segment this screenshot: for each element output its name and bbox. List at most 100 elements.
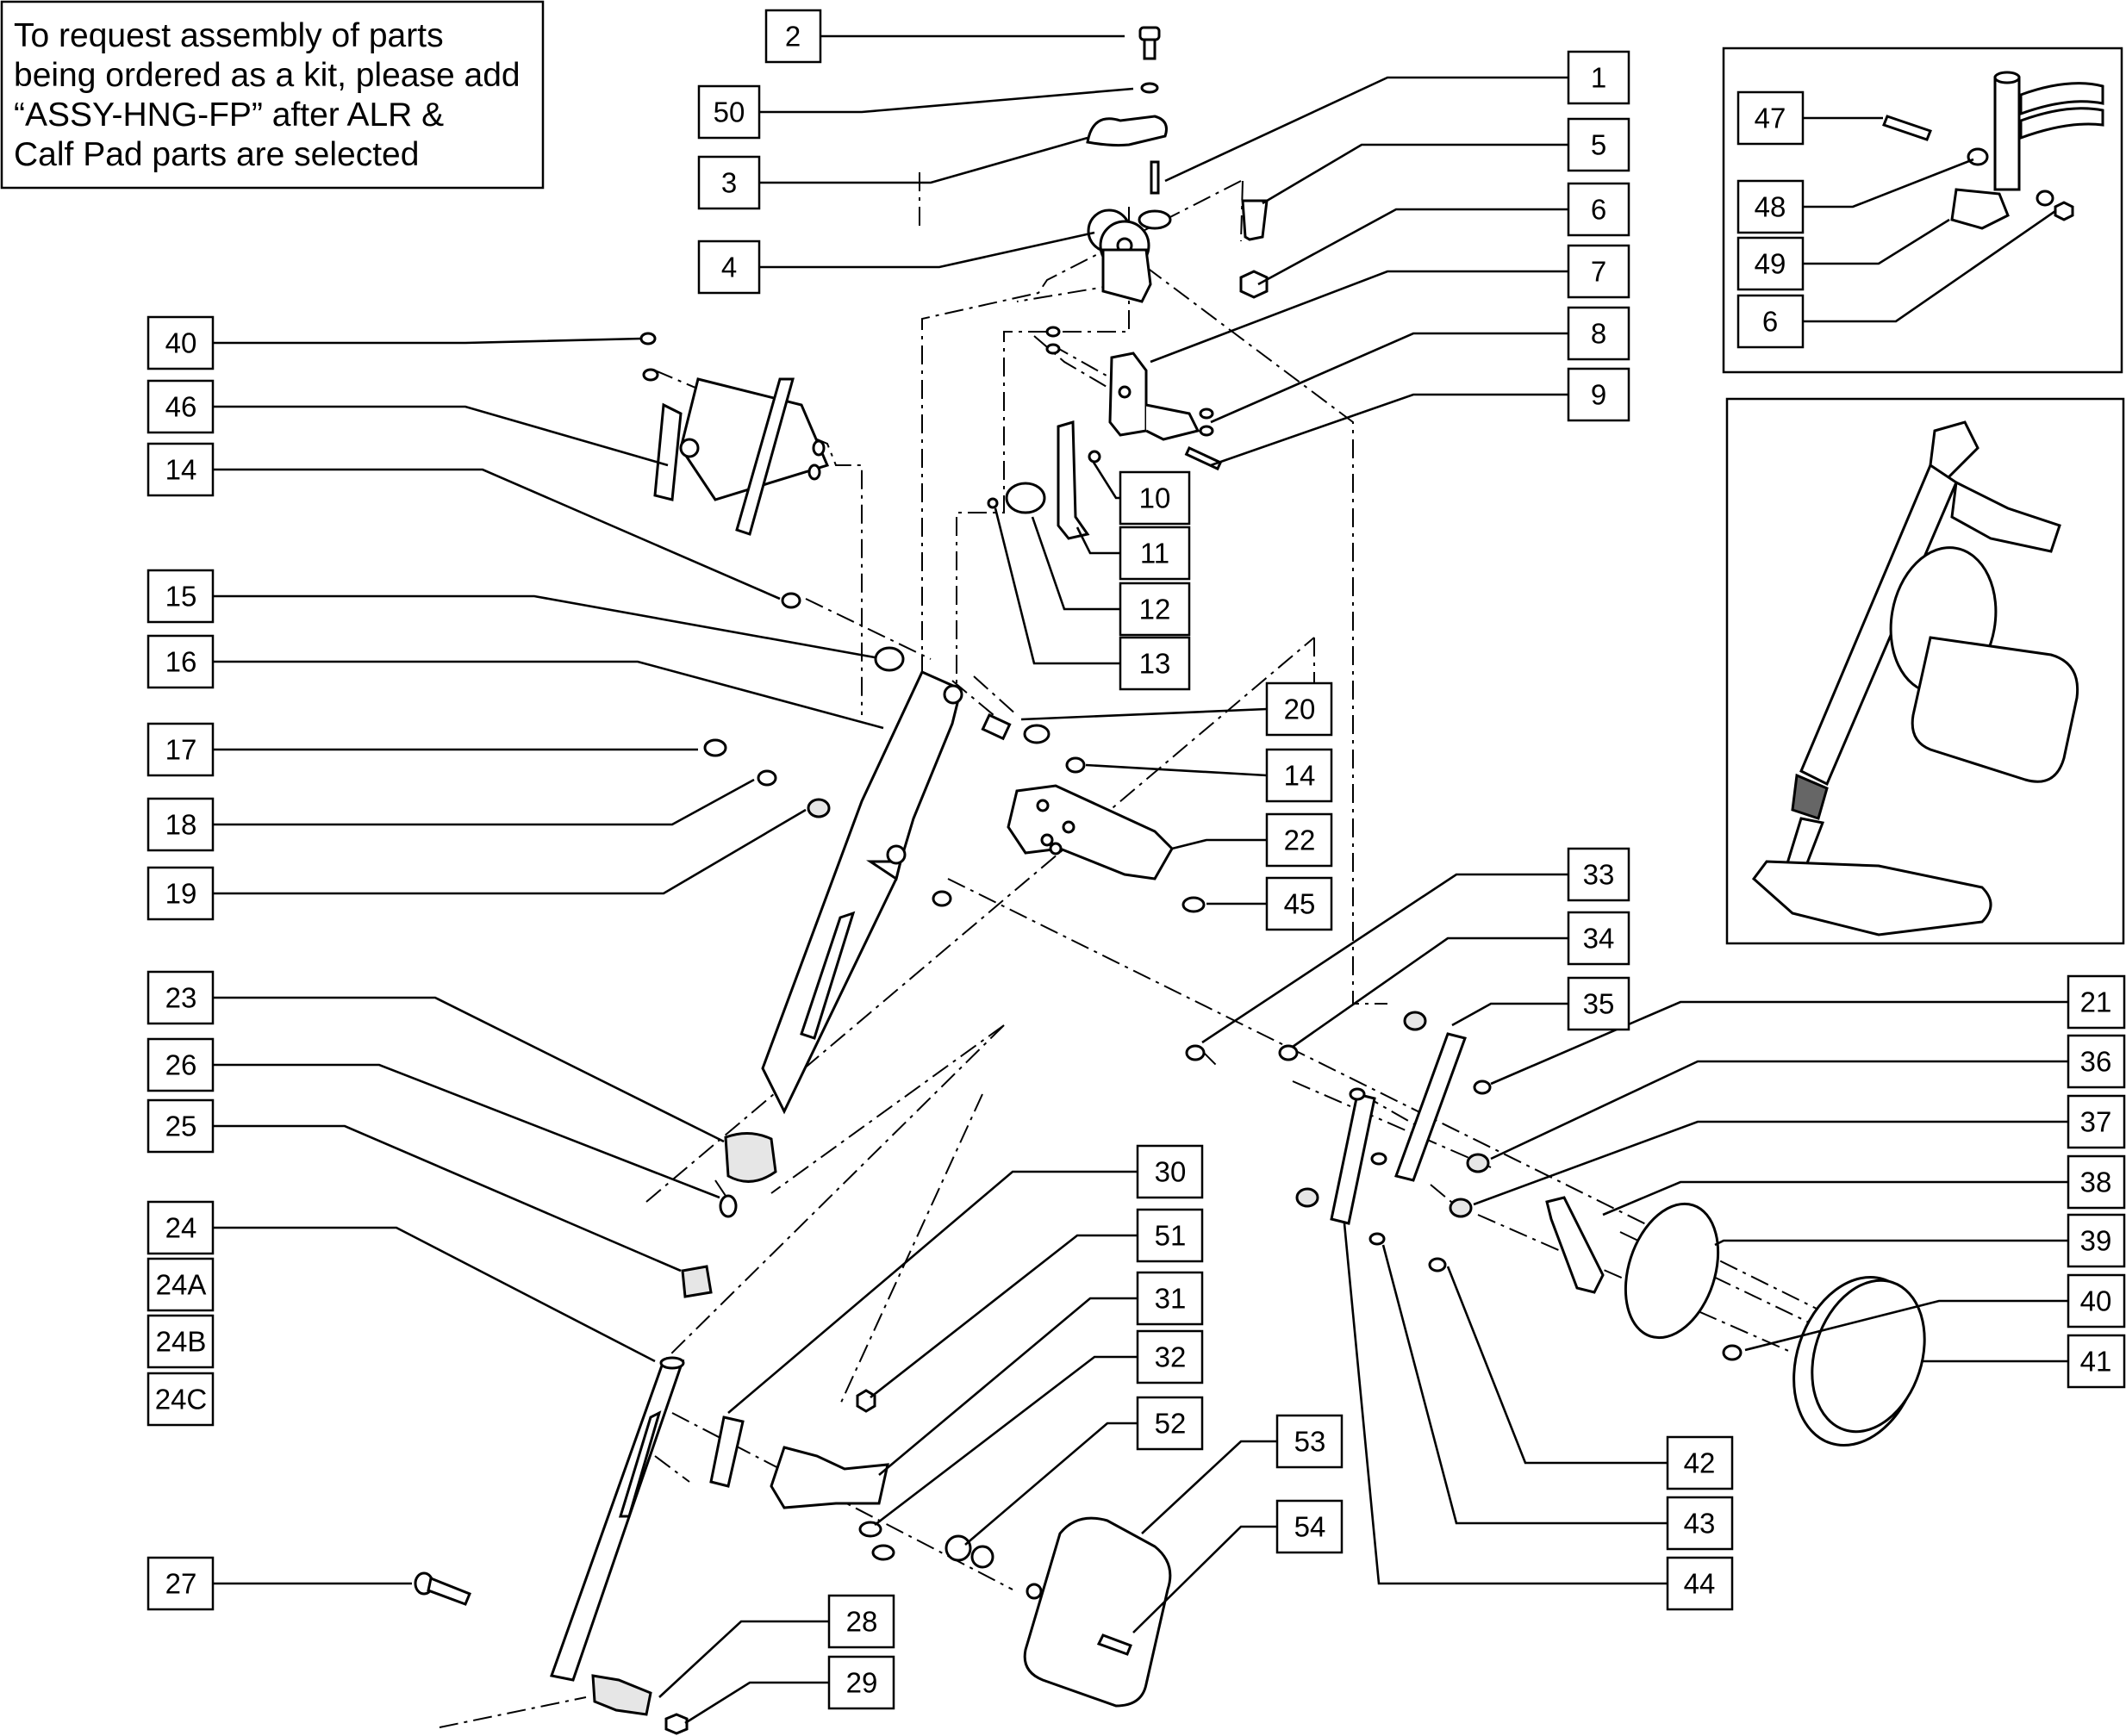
callout-49: 49 — [1736, 236, 1805, 291]
bushing-5-drawing — [1241, 199, 1269, 241]
calf-bracket-46-drawing — [653, 377, 830, 536]
callout-10-text: 10 — [1139, 482, 1171, 514]
callout-15-text: 15 — [165, 581, 197, 613]
callout-45-text: 45 — [1284, 888, 1316, 920]
callout-11-text: 11 — [1140, 538, 1169, 569]
hinge-bracket-4-drawing — [1087, 208, 1172, 303]
callout-40a: 40 — [147, 315, 215, 370]
assembly-note: To request assembly of parts being order… — [0, 0, 545, 190]
callout-46: 46 — [147, 379, 215, 434]
callout-44-text: 44 — [1684, 1568, 1716, 1600]
screw-34-drawing — [1278, 1044, 1299, 1061]
callout-23-text: 23 — [165, 982, 197, 1014]
callout-42-text: 42 — [1684, 1447, 1716, 1479]
callout-30: 30 — [1136, 1144, 1204, 1199]
callout-9: 9 — [1567, 367, 1630, 422]
callout-24C: 24C — [147, 1372, 215, 1427]
callout-31: 31 — [1136, 1271, 1204, 1326]
washer-52b-drawing — [970, 1545, 994, 1569]
pin-9-drawing — [1184, 446, 1223, 471]
callout-43: 43 — [1666, 1496, 1734, 1551]
bushing-36-drawing — [1466, 1153, 1490, 1173]
callout-21-text: 21 — [2080, 986, 2112, 1018]
pin-1-drawing — [1150, 160, 1160, 195]
callout-3-text: 3 — [721, 167, 737, 199]
screw-21-drawing — [1473, 1080, 1492, 1095]
callout-14b: 14 — [1265, 748, 1333, 803]
callout-39: 39 — [2067, 1213, 2126, 1268]
calf-pad-41-rim — [1811, 1279, 1926, 1434]
callout-38-text: 38 — [2080, 1167, 2112, 1198]
screw-2-drawing — [1138, 26, 1161, 60]
callout-14b-text: 14 — [1284, 760, 1316, 792]
screw-8-drawing — [1045, 326, 1214, 437]
callout-47-text: 47 — [1755, 103, 1786, 134]
callout-20: 20 — [1265, 681, 1333, 737]
washer-50-drawing — [1140, 82, 1159, 94]
callout-54-text: 54 — [1294, 1511, 1326, 1543]
screw-33-drawing — [1185, 1044, 1206, 1061]
callout-19-text: 19 — [165, 878, 197, 910]
bracket-38-drawing — [1545, 1196, 1605, 1294]
bushing-28-drawing — [591, 1674, 652, 1716]
end-cap-23-drawing — [724, 1132, 777, 1183]
link-44-drawing — [1330, 1092, 1376, 1225]
callout-13-text: 13 — [1139, 648, 1171, 680]
callout-35: 35 — [1567, 976, 1630, 1031]
cap-25-drawing — [681, 1265, 713, 1298]
footplate-53-drawing — [1023, 1516, 1172, 1708]
inset-detail-drawing — [1882, 71, 2104, 230]
washer-20b-drawing — [1023, 724, 1051, 744]
screw-54-drawing — [1096, 1633, 1132, 1656]
callout-45: 45 — [1265, 876, 1333, 931]
nut-51-drawing — [856, 1389, 876, 1413]
callout-38: 38 — [2067, 1154, 2126, 1210]
callout-54: 54 — [1275, 1499, 1344, 1554]
callout-44: 44 — [1666, 1556, 1734, 1611]
callout-3: 3 — [697, 155, 761, 210]
callout-6: 6 — [1567, 182, 1630, 237]
screw-40b-drawing — [1722, 1344, 1743, 1361]
washer-52-drawing — [945, 1534, 972, 1562]
callout-25-text: 25 — [165, 1111, 197, 1142]
callout-49-text: 49 — [1755, 248, 1786, 280]
callout-5: 5 — [1567, 117, 1630, 172]
callout-36-text: 36 — [2080, 1046, 2112, 1078]
callout-16: 16 — [147, 634, 215, 689]
callout-12-text: 12 — [1139, 594, 1171, 625]
callout-41-text: 41 — [2080, 1346, 2112, 1378]
callout-2: 2 — [764, 9, 822, 64]
knob-26-drawing — [719, 1194, 738, 1218]
screw-17-drawing — [703, 738, 727, 757]
callout-2-text: 2 — [785, 21, 801, 53]
callout-7: 7 — [1567, 244, 1630, 299]
assembly-note-line-3: “ASSY-HNG-FP” after ALR & — [14, 96, 444, 134]
screw-45-drawing — [1181, 896, 1206, 913]
callout-48: 48 — [1736, 179, 1805, 234]
calf-plate-39-drawing — [1624, 1202, 1720, 1340]
callout-43-text: 43 — [1684, 1508, 1716, 1540]
callout-24B: 24B — [147, 1314, 215, 1369]
callout-50: 50 — [697, 84, 761, 140]
callout-40b: 40 — [2067, 1273, 2126, 1328]
callout-24A: 24A — [147, 1257, 215, 1312]
callout-37-text: 37 — [2080, 1106, 2112, 1138]
washer-18-drawing — [757, 769, 777, 787]
assembly-note-line-1: To request assembly of parts — [14, 17, 444, 54]
callout-11: 11 — [1119, 526, 1191, 581]
callout-34: 34 — [1567, 911, 1630, 966]
inset-frame-detail — [1722, 47, 2123, 374]
callout-35-text: 35 — [1583, 988, 1615, 1020]
callout-12: 12 — [1119, 582, 1191, 637]
callout-53-text: 53 — [1294, 1426, 1326, 1458]
callout-46-text: 46 — [165, 391, 197, 423]
leader-lines — [213, 34, 2068, 1725]
washer-43-drawing — [1368, 1232, 1386, 1246]
callout-52: 52 — [1136, 1396, 1204, 1451]
callout-29: 29 — [827, 1655, 895, 1710]
callout-32: 32 — [1136, 1329, 1204, 1384]
callout-31-text: 31 — [1155, 1283, 1187, 1315]
screw-14a-drawing — [781, 592, 801, 609]
washer-15-drawing — [874, 646, 905, 672]
